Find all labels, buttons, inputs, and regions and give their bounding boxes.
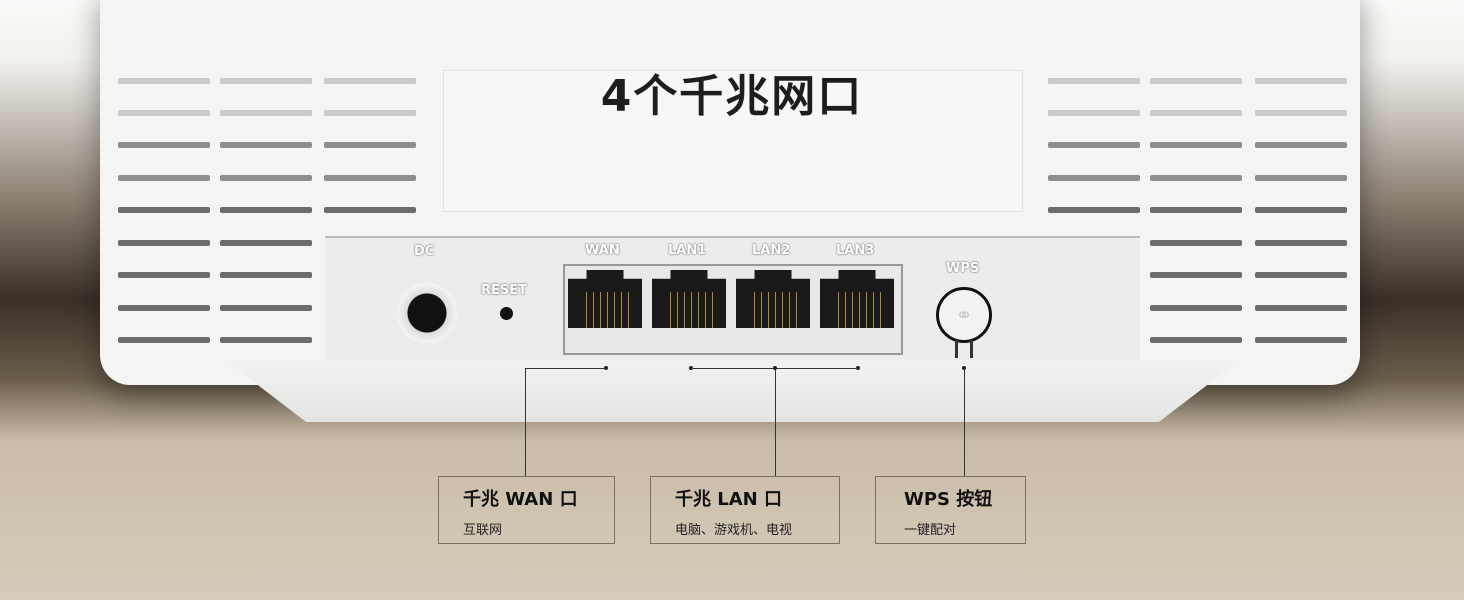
vent-slot [1150,337,1242,343]
wps-label: WPS [946,261,980,276]
vent-slot [1150,142,1242,148]
vent-slot [118,240,210,246]
vent-slot [118,142,210,148]
callout-title: 千兆 LAN 口 [675,489,782,510]
vent-slot [1048,110,1140,116]
callout-wan: 千兆 WAN 口 互联网 [438,476,615,544]
wps-leader [964,368,965,476]
lan1-port [652,270,726,328]
vent-slot [118,110,210,116]
reset-label: RESET [481,283,528,298]
router-base [225,360,1240,422]
vent-slot [1255,207,1347,213]
lan2-port [736,270,810,328]
vent-slot [220,240,312,246]
vent-slot [1255,305,1347,311]
vent-slot [220,175,312,181]
vent-slot [1150,272,1242,278]
vent-slot [220,78,312,84]
vent-slot [118,305,210,311]
vent-slot [1255,78,1347,84]
callout-title: WPS 按钮 [904,489,993,510]
vent-slot [118,272,210,278]
vent-slot [1255,240,1347,246]
lan3-label: LAN3 [836,243,875,258]
vent-slot [220,207,312,213]
vent-slot [1150,305,1242,311]
vent-slot [1048,175,1140,181]
vent-slot [118,175,210,181]
vent-slot [118,78,210,84]
vent-slot [1048,207,1140,213]
vent-slot [118,207,210,213]
vent-slot [1150,78,1242,84]
vent-slot [1048,142,1140,148]
vent-slot [1150,207,1242,213]
vent-slot [324,78,416,84]
callout-subtitle: 一键配对 [904,523,957,538]
wan-leader [525,368,606,369]
vent-slot [324,110,416,116]
callout-lan: 千兆 LAN 口 电脑、游戏机、电视 [650,476,840,544]
vent-slot [220,337,312,343]
vent-slot [118,337,210,343]
vent-slot [324,175,416,181]
vent-slot [1150,110,1242,116]
lan1-label: LAN1 [668,243,707,258]
callout-title: 千兆 WAN 口 [463,489,578,510]
callout-subtitle: 互联网 [463,523,503,538]
dc-label: DC [414,244,435,259]
vent-slot [1150,175,1242,181]
vent-slot [1255,142,1347,148]
headline: 4个千兆网口 [600,71,864,122]
vent-slot [324,142,416,148]
vent-slot [220,142,312,148]
callout-subtitle: 电脑、游戏机、电视 [675,523,793,538]
wan-label: WAN [585,243,620,258]
vent-slot [1255,272,1347,278]
lan2-label: LAN2 [752,243,791,258]
wps-button[interactable]: ⚭ [936,287,992,343]
dc-port [397,283,457,343]
link-icon: ⚭ [955,303,973,327]
callout-wps: WPS 按钮 一键配对 [875,476,1026,544]
vent-slot [1255,337,1347,343]
wan-dot [604,366,608,370]
vent-slot [220,110,312,116]
vent-slot [1255,175,1347,181]
label-panel [443,70,1023,212]
lan3-port [820,270,894,328]
vent-slot [324,207,416,213]
vent-slot [1255,110,1347,116]
reset-button[interactable] [500,307,513,320]
vent-slot [1150,240,1242,246]
wan-port [568,270,642,328]
vent-slot [220,272,312,278]
vent-slot [220,305,312,311]
vent-slot [1048,78,1140,84]
